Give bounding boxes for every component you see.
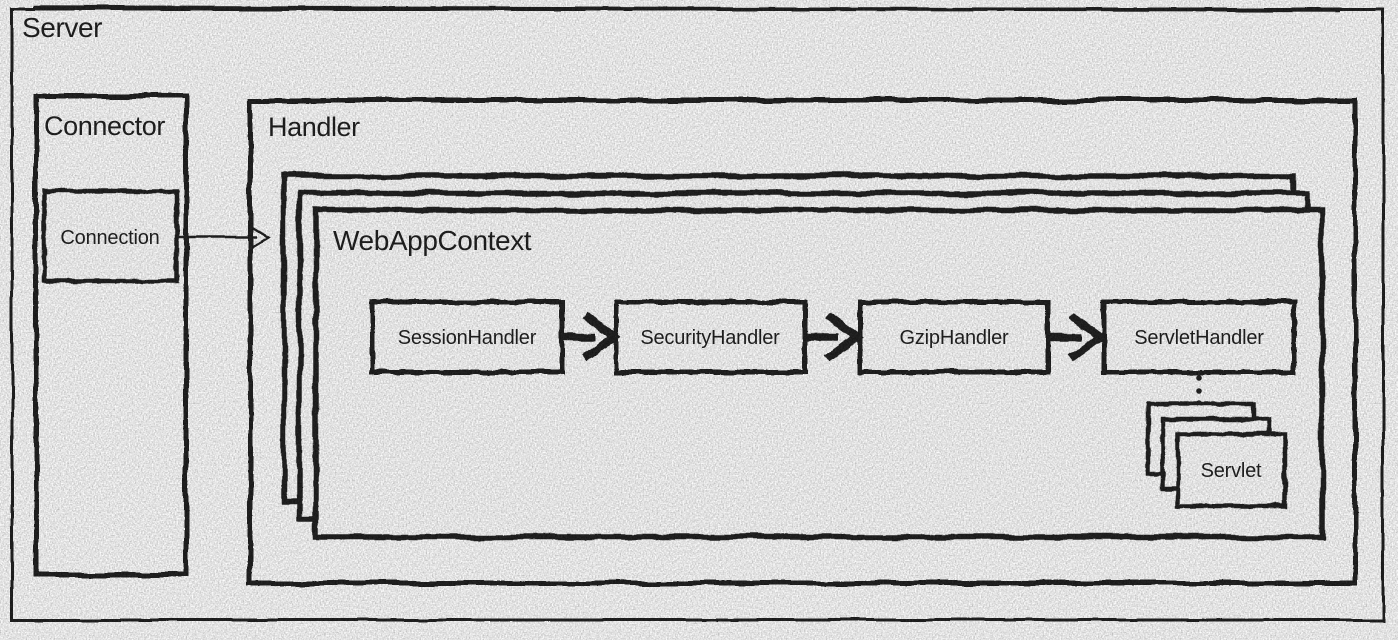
architecture-diagram: Server Connector Connection Handler WebA…: [0, 0, 1398, 640]
paper-grain-texture: [0, 0, 1398, 640]
diagram-canvas: Server Connector Connection Handler WebA…: [0, 0, 1398, 640]
